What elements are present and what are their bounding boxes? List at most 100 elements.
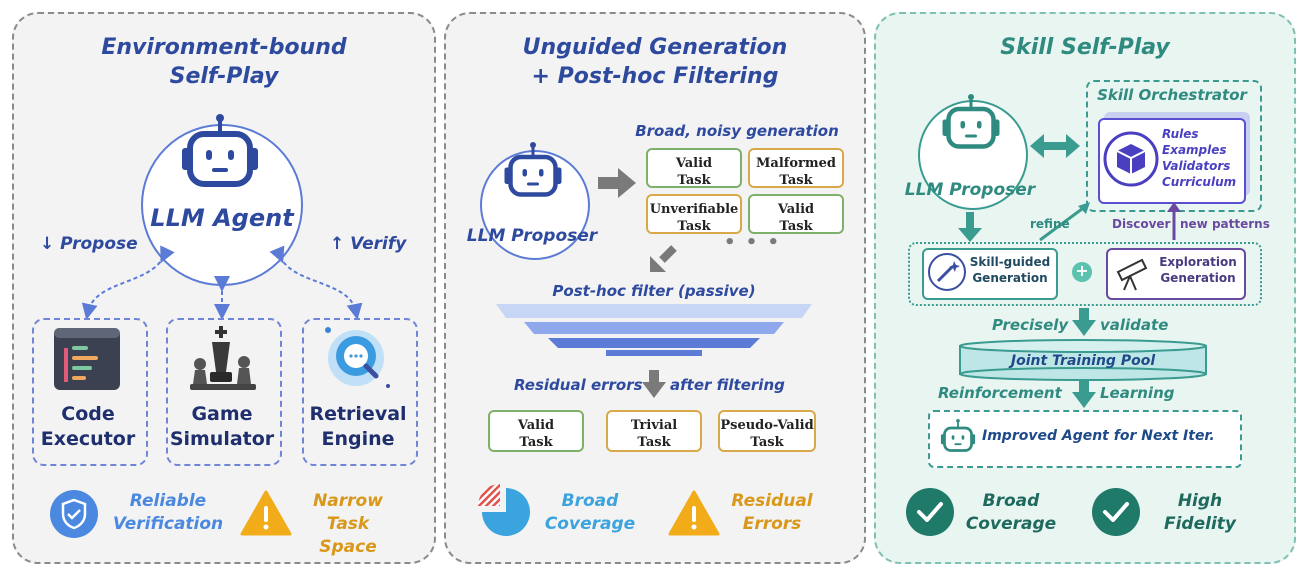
telescope-icon [1116,258,1148,291]
precisely-label: Precisely [992,316,1069,334]
llm-agent-label: LLM Agent [150,204,294,232]
task1-line1: Valid [675,156,713,171]
pro2-line1: Broad [561,491,619,511]
skill-guided-label: Skill-guided Generation [968,254,1052,286]
generate-arrow [598,168,636,198]
orchestrator-items: Rules Examples Validators Curriculum [1162,126,1236,190]
tool-box-retrieval-engine [302,318,418,466]
chess-icon [190,326,256,390]
pro3a-line2: Coverage [965,514,1057,534]
out-task-pseudo-valid: Pseudo-Valid Task [718,410,816,452]
generation-group-box [908,242,1262,306]
tool-box-code-executor [32,318,148,466]
con1-line2: Task Space [319,514,377,557]
panel1-title: Environment-bound Self-Play [12,33,436,91]
out2-line2: Task [637,435,671,450]
filter-label: Post-hoc filter (passive) [552,282,756,300]
out-task-valid: Valid Task [488,410,584,452]
discover-label: Discover [1112,217,1171,231]
joint-training-pool [959,339,1207,381]
con-narrow-task-space: Narrow Task Space [298,490,398,559]
panel3-title: Skill Self-Play [1000,35,1170,60]
out3-line2: Task [750,435,784,450]
down-arrow-rl [1072,380,1096,408]
tool-retrieval-line2: Engine [321,428,395,450]
improved-agent-box [928,410,1242,468]
tool-box-game-simulator [166,318,282,466]
task-unverifiable: Unverifiable Task [646,194,742,234]
down-arrow-validate [1072,308,1096,336]
task2-line1: Malformed [756,156,836,171]
check-circle-icon [906,488,954,536]
robot-icon [940,419,976,452]
robot-icon [182,114,258,187]
reinforcement-label: Reinforcement [938,384,1062,402]
cube-icon [1103,131,1159,187]
task3-line1: Unverifiable [649,202,739,217]
task1-line2: Task [677,173,711,188]
pro-broad-coverage-3: Broad Coverage [956,490,1066,536]
con1-line1: Narrow [313,491,383,511]
code-icon [54,328,120,390]
warning-icon [240,490,292,536]
explore-line2: Generation [1160,271,1236,285]
llm-proposer-label-2: LLM Proposer [466,226,598,246]
ellipsis: • • • [724,232,782,253]
task-valid-1: Valid Task [646,148,742,188]
propose-verify-arrows [81,245,363,320]
validate-label: validate [1100,316,1169,334]
new-patterns-label: new patterns [1180,217,1270,231]
wand-icon [928,253,966,291]
task3-line2: Task [677,219,711,234]
skill-gen-line1: Skill-guided [969,255,1051,269]
out1-line1: Valid [517,418,555,433]
warning-icon [668,490,720,536]
task2-line2: Task [779,173,813,188]
check-circle-icon [1092,488,1140,536]
explore-line1: Exploration [1159,255,1237,269]
learning-label: Learning [1100,384,1175,402]
pro1-line2: Verification [112,514,224,534]
filter-arrow [650,245,677,272]
out2-line1: Trivial [630,418,678,433]
gen-label: Broad, noisy generation [635,122,839,140]
orch-curriculum: Curriculum [1162,175,1237,189]
exploration-label: Exploration Generation [1156,254,1240,286]
pro3a-line1: Broad [982,491,1040,511]
out3-line1: Pseudo-Valid [720,418,814,433]
llm-proposer-circle-2 [480,150,590,260]
pie-chart-icon [478,484,530,536]
orch-examples: Examples [1162,143,1227,157]
pro-reliable-verification: Reliable Verification [110,490,226,536]
improved-agent-label: Improved Agent for Next Iter. [982,428,1215,444]
task4-line1: Valid [777,202,815,217]
residual-right: after filtering [670,376,785,394]
search-globe-icon [325,327,390,388]
con2-line2: Errors [742,514,802,534]
shield-check-icon [50,490,98,538]
pool-label: Joint Training Pool [1010,353,1156,369]
task-valid-2: Valid Task [748,194,844,234]
orch-rules: Rules [1162,127,1199,141]
skill-gen-line2: Generation [972,271,1048,285]
panel-unguided-generation [444,12,866,564]
task-malformed: Malformed Task [748,148,844,188]
panel1-title-line2: Self-Play [169,64,279,89]
down-arrow-residual [642,370,666,398]
con2-line1: Residual [731,491,813,511]
llm-proposer-label-3: LLM Proposer [904,180,1036,200]
plus-label: + [1075,261,1089,280]
funnel-filter [496,304,812,356]
panel2-title: Unguided Generation + Post-hoc Filtering [446,33,864,91]
out1-line2: Task [519,435,553,450]
con-residual-errors: Residual Errors [722,490,822,536]
robot-icon [504,142,562,197]
pro-broad-coverage-2: Broad Coverage [530,490,650,536]
pro1-line1: Reliable [129,491,207,511]
llm-proposer-circle-3 [918,100,1028,210]
pro3b-line2: Fidelity [1163,514,1236,534]
tool-label-code-executor: Code Executor [32,402,144,452]
double-arrow [1030,134,1080,158]
plus-circle [1072,262,1092,282]
panel2-title-line1: Unguided Generation [522,35,788,60]
